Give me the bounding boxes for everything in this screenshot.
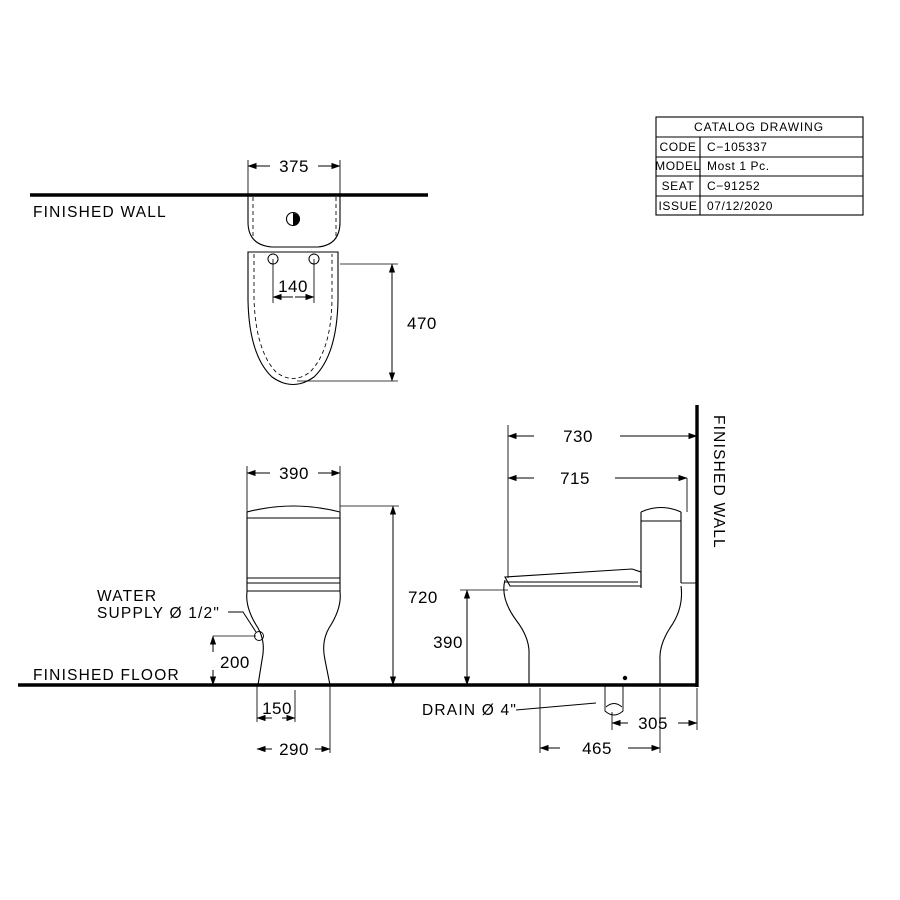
dim-140-text: 140 xyxy=(278,277,308,296)
title-block-row-value-code: C−105337 xyxy=(707,140,768,154)
dim-150-text: 150 xyxy=(262,699,292,718)
dim-390w-text: 390 xyxy=(279,464,309,483)
dim-200-text: 200 xyxy=(220,653,250,672)
dim-720-text: 720 xyxy=(408,588,438,607)
title-block-row-label-model: MODEL xyxy=(655,159,701,173)
side-view: FINISHED WALL DRAIN Ø 4" xyxy=(422,405,727,758)
front-view: FINISHED FLOOR WATER SUPPLY Ø 1/2" xyxy=(18,464,697,759)
title-block-row-label-seat: SEAT xyxy=(662,179,695,193)
dim-730-text: 730 xyxy=(563,427,593,446)
title-block-row-value-seat: C−91252 xyxy=(707,179,760,193)
title-block-row-label-code: CODE xyxy=(659,140,696,154)
drain-leader-segment-1 xyxy=(515,702,597,711)
front-view-body-left xyxy=(246,591,264,686)
top-view-bowl-hidden-inner xyxy=(253,254,333,379)
dim-465-text: 465 xyxy=(582,739,612,758)
top-view: FINISHED WALL 375 xyxy=(30,157,437,386)
side-view-body-mark-icon xyxy=(622,675,628,681)
top-view-flush-button-fill-icon xyxy=(293,213,300,226)
title-block-row-label-issue: ISSUE xyxy=(658,199,697,213)
top-view-tank-lid-outline xyxy=(247,195,341,248)
side-view-tank-top-curve xyxy=(640,506,682,513)
side-view-bowl-rear-profile xyxy=(659,585,683,685)
dim-305-text: 305 xyxy=(638,714,668,733)
drain-stub-curve xyxy=(605,703,623,708)
top-view-finished-wall-label: FINISHED WALL xyxy=(33,204,167,221)
title-block-header: CATALOG DRAWING xyxy=(694,120,824,134)
dim-375-text: 375 xyxy=(279,157,309,176)
water-supply-label-line1: WATER xyxy=(97,588,157,605)
side-view-finished-wall-label: FINISHED WALL xyxy=(710,415,727,549)
dim-290-text: 290 xyxy=(279,740,309,759)
dim-390h-text: 390 xyxy=(433,633,463,652)
side-view-bowl-front-profile xyxy=(503,579,530,685)
water-supply-leader xyxy=(228,611,257,633)
drain-label: DRAIN Ø 4" xyxy=(422,702,517,719)
top-view-bowl-outline xyxy=(247,251,339,386)
dim-715-text: 715 xyxy=(560,469,590,488)
title-block-row-value-model: Most 1 Pc. xyxy=(707,159,770,173)
dim-470-text: 470 xyxy=(407,314,437,333)
side-view-seat-slab xyxy=(504,568,642,587)
title-block: CATALOG DRAWING CODE C−105337 MODEL Most… xyxy=(655,116,864,216)
drain-stub-outline xyxy=(604,686,624,716)
water-supply-label-line2: SUPPLY Ø 1/2" xyxy=(97,605,220,622)
front-view-tank-top-curve xyxy=(246,505,341,513)
front-view-finished-floor-label: FINISHED FLOOR xyxy=(33,667,180,684)
title-block-row-value-issue: 07/12/2020 xyxy=(707,199,773,213)
title-block-border xyxy=(655,116,864,216)
front-view-body-right xyxy=(323,591,341,686)
